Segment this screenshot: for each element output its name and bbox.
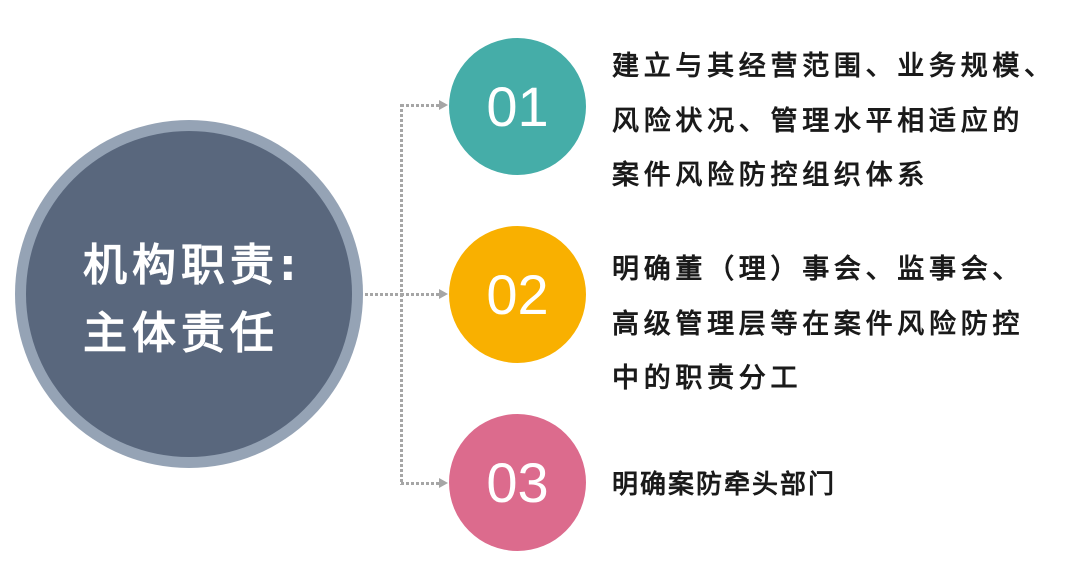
description-line: 建立与其经营范围、业务规模、 bbox=[612, 51, 1056, 82]
main-topic-title-line-1: 机构职责: bbox=[83, 240, 302, 291]
connector-from-main bbox=[365, 293, 401, 296]
connector-branch-01 bbox=[401, 104, 439, 107]
step-description-01: 建立与其经营范围、业务规模、 风险状况、管理水平相适应的 案件风险防控组织体系 bbox=[612, 40, 1056, 204]
description-line: 中的职责分工 bbox=[612, 363, 803, 394]
step-badge-03: 03 bbox=[449, 414, 586, 551]
step-number: 03 bbox=[486, 451, 549, 514]
description-line: 风险状况、管理水平相适应的 bbox=[612, 105, 1025, 137]
main-topic-title-line-2: 主体责任 bbox=[83, 308, 279, 359]
description-line: 明确董（理）事会、监事会、 bbox=[612, 254, 1025, 285]
main-topic-title: 机构职责: 主体责任 bbox=[83, 232, 323, 368]
step-description-02: 明确董（理）事会、监事会、 高级管理层等在案件风险防控 中的职责分工 bbox=[612, 243, 1024, 407]
step-badge-01: 01 bbox=[449, 38, 586, 175]
description-line: 案件风险防控组织体系 bbox=[612, 160, 929, 191]
arrow-head-icon bbox=[439, 478, 448, 488]
main-topic-circle-fill bbox=[26, 131, 352, 457]
main-topic-circle bbox=[15, 120, 363, 468]
step-badge-02: 02 bbox=[449, 226, 586, 363]
connector-branch-02 bbox=[401, 293, 439, 296]
step-description-03: 明确案防牵头部门 bbox=[612, 458, 836, 513]
arrow-head-icon bbox=[439, 289, 448, 299]
step-number: 01 bbox=[486, 75, 549, 138]
arrow-head-icon bbox=[439, 100, 448, 110]
step-number: 02 bbox=[486, 263, 549, 326]
description-line: 高级管理层等在案件风险防控 bbox=[612, 308, 1025, 340]
connector-branch-03 bbox=[401, 482, 439, 485]
description-line: 明确案防牵头部门 bbox=[612, 470, 837, 500]
